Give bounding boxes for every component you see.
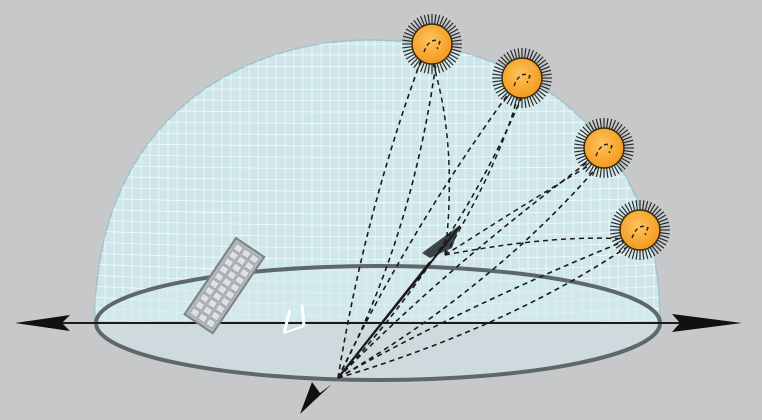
sun-icon bbox=[610, 200, 670, 260]
sun-icon bbox=[574, 118, 634, 178]
arrow-left-icon bbox=[15, 315, 70, 331]
sun-icon bbox=[492, 48, 552, 108]
arrow-down-icon bbox=[300, 382, 332, 414]
arrow-right-icon bbox=[672, 314, 742, 332]
sun-icon bbox=[402, 14, 462, 74]
sun-path-lines bbox=[337, 47, 647, 379]
solar-panel-icon bbox=[183, 236, 306, 335]
direction-lines bbox=[337, 225, 461, 379]
